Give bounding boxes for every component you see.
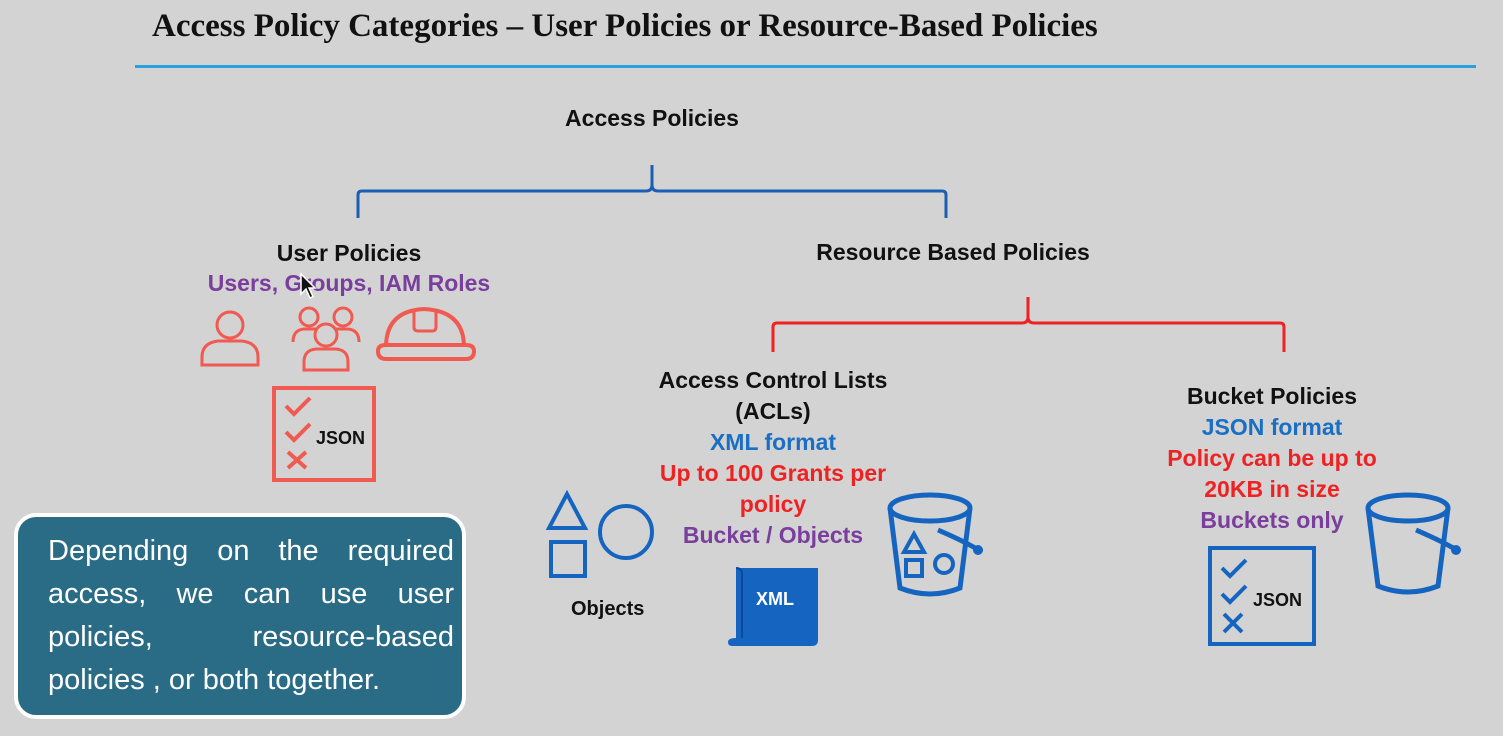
xml-label: XML bbox=[756, 589, 794, 609]
page-title: Access Policy Categories – User Policies… bbox=[152, 8, 1098, 44]
xml-scroll-icon bbox=[728, 567, 818, 646]
acl-grants-line1: Up to 100 Grants per bbox=[659, 460, 887, 486]
bucket-json-document-icon bbox=[1208, 546, 1316, 646]
acl-title-line1: Access Control Lists bbox=[658, 367, 888, 393]
shapes-icon bbox=[545, 489, 654, 578]
acl-grants-line2: policy bbox=[739, 491, 807, 517]
json-document-icon bbox=[272, 386, 376, 482]
bucket-policies-size-line1: Policy can be up to bbox=[1167, 445, 1377, 471]
group-icon bbox=[291, 306, 361, 372]
callout-box bbox=[14, 513, 466, 719]
bucket-policies-format: JSON format bbox=[1201, 414, 1343, 440]
bucket-with-objects-icon bbox=[887, 492, 984, 597]
bucket-policies-title: Bucket Policies bbox=[1186, 383, 1358, 409]
user-icon bbox=[200, 310, 260, 367]
blue-bracket bbox=[356, 165, 948, 218]
mouse-cursor-icon bbox=[300, 272, 317, 300]
acl-title-line2: (ACLs) bbox=[735, 398, 811, 424]
bucket-json-label: JSON bbox=[1253, 590, 1303, 610]
title-underline bbox=[135, 65, 1476, 68]
user-policies-subtitle: Users, Groups, IAM Roles bbox=[207, 270, 491, 296]
callout-text: Depending on the required access, we can… bbox=[48, 535, 454, 696]
red-bracket bbox=[771, 297, 1286, 352]
objects-label: Objects bbox=[571, 598, 645, 620]
bucket-policies-size-line2: 20KB in size bbox=[1204, 476, 1340, 502]
acl-scope: Bucket / Objects bbox=[682, 522, 864, 548]
user-policies-label: User Policies bbox=[276, 240, 422, 266]
bucket-policies-scope: Buckets only bbox=[1200, 507, 1344, 533]
acl-format: XML format bbox=[709, 429, 837, 455]
resource-based-policies-label: Resource Based Policies bbox=[816, 239, 1090, 265]
access-policies-label: Access Policies bbox=[565, 105, 739, 131]
hard-hat-icon bbox=[375, 306, 477, 361]
user-json-label: JSON bbox=[316, 428, 366, 448]
bucket-icon bbox=[1365, 492, 1462, 595]
